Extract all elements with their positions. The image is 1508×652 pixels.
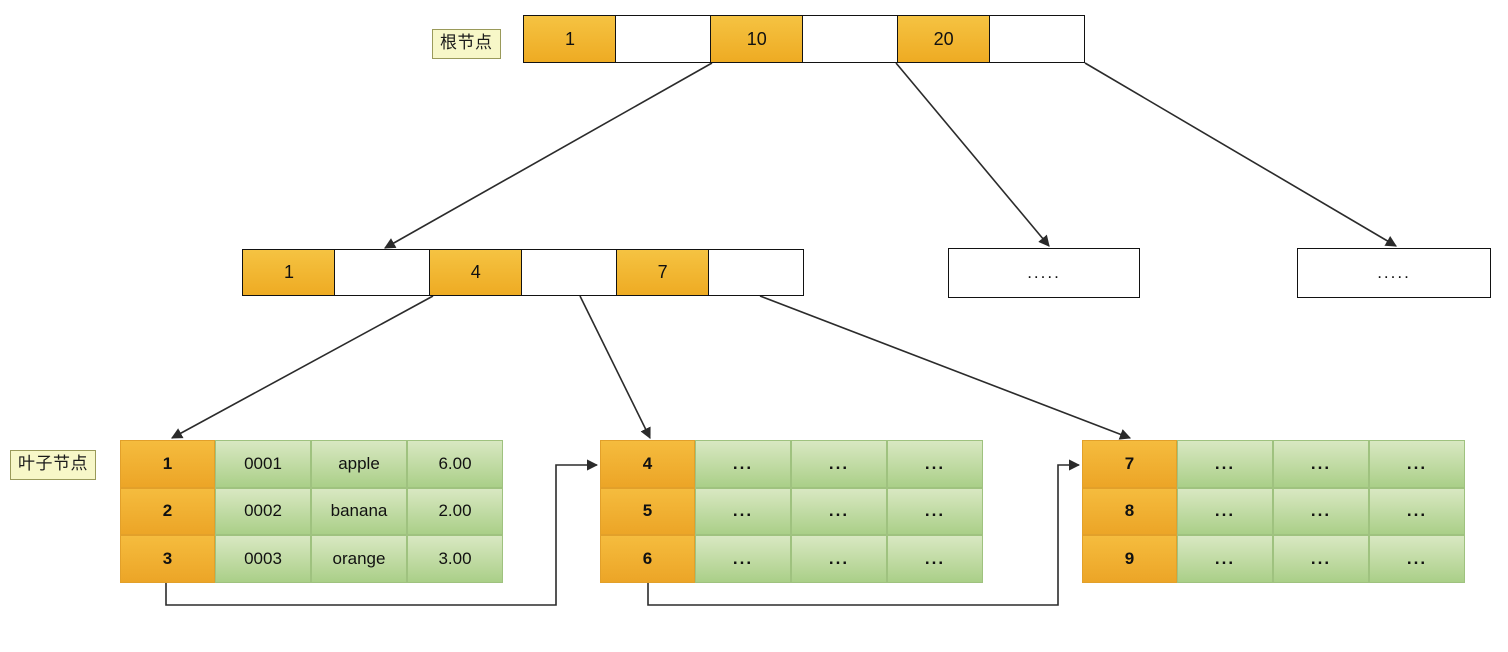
leaf-3-row-3-col-1: ...	[1177, 535, 1273, 583]
leaf-3-row-1-key: 7	[1082, 440, 1177, 488]
internal-1-pointer-cell-1[interactable]	[334, 249, 431, 296]
internal-1-pointer-cell-3[interactable]	[708, 249, 805, 296]
leaf-3-row-2-col-3: ...	[1369, 487, 1465, 535]
leaf-1-row-1[interactable]: 1 0001 apple 6.00	[120, 440, 503, 488]
root-node[interactable]: 1 10 20	[523, 15, 1086, 63]
leaf-1-row-3-col-1: 0003	[215, 535, 311, 583]
leaf-3-row-1-col-1: ...	[1177, 440, 1273, 488]
leaf-3-row-1[interactable]: 7 ... ... ...	[1082, 440, 1465, 488]
internal-1-key-cell-3[interactable]: 7	[615, 249, 710, 296]
leaf-node-2[interactable]: 4 ... ... ... 5 ... ... ... 6 ... ... ..…	[600, 440, 983, 583]
leaf-3-row-1-col-3: ...	[1369, 440, 1465, 488]
edge-root-to-internal-1	[384, 62, 713, 249]
edge-internal-to-leaf-3	[759, 295, 1132, 440]
edge-internal-to-leaf-1	[171, 295, 434, 439]
leaf-2-row-2-col-2: ...	[791, 487, 887, 535]
leaf-3-row-2-col-1: ...	[1177, 487, 1273, 535]
leaf-2-row-1[interactable]: 4 ... ... ...	[600, 440, 983, 488]
leaf-2-row-2-key: 5	[600, 487, 695, 535]
root-key-cell-3[interactable]: 20	[896, 15, 991, 63]
edge-root-to-placeholder-2	[1084, 62, 1397, 247]
root-pointer-cell-1[interactable]	[615, 15, 712, 63]
leaf-3-row-2-key: 8	[1082, 487, 1177, 535]
leaf-1-row-1-col-3: 6.00	[407, 440, 503, 488]
leaf-2-row-3[interactable]: 6 ... ... ...	[600, 535, 983, 583]
leaf-3-row-3-col-3: ...	[1369, 535, 1465, 583]
leaf-3-row-1-col-2: ...	[1273, 440, 1369, 488]
leaf-1-row-1-col-2: apple	[311, 440, 407, 488]
leaf-1-row-3-col-2: orange	[311, 535, 407, 583]
leaf-1-row-3[interactable]: 3 0003 orange 3.00	[120, 535, 503, 583]
root-pointer-cell-2[interactable]	[802, 15, 899, 63]
leaf-2-row-2[interactable]: 5 ... ... ...	[600, 487, 983, 535]
internal-1-key-cell-2[interactable]: 4	[428, 249, 523, 296]
edge-internal-to-leaf-2	[579, 295, 651, 440]
leaf-1-row-2-key: 2	[120, 487, 215, 535]
leaf-3-row-3[interactable]: 9 ... ... ...	[1082, 535, 1465, 583]
internal-node-1[interactable]: 1 4 7	[242, 249, 805, 296]
leaf-2-row-3-key: 6	[600, 535, 695, 583]
leaf-node-3[interactable]: 7 ... ... ... 8 ... ... ... 9 ... ... ..…	[1082, 440, 1465, 583]
leaf-node-1[interactable]: 1 0001 apple 6.00 2 0002 banana 2.00 3 0…	[120, 440, 503, 583]
internal-1-key-cell-1[interactable]: 1	[242, 249, 336, 296]
leaf-1-row-2[interactable]: 2 0002 banana 2.00	[120, 487, 503, 535]
leaf-2-row-1-key: 4	[600, 440, 695, 488]
leaf-1-row-2-col-3: 2.00	[407, 487, 503, 535]
edge-root-to-placeholder-1	[895, 62, 1050, 247]
leaf-1-row-3-col-3: 3.00	[407, 535, 503, 583]
root-node-label: 根节点	[432, 29, 501, 59]
root-key-cell-1[interactable]: 1	[523, 15, 617, 63]
leaf-1-row-1-key: 1	[120, 440, 215, 488]
leaf-1-row-2-col-2: banana	[311, 487, 407, 535]
leaf-3-row-2[interactable]: 8 ... ... ...	[1082, 487, 1465, 535]
leaf-2-row-1-col-3: ...	[887, 440, 983, 488]
root-key-cell-2[interactable]: 10	[709, 15, 804, 63]
leaf-2-row-3-col-2: ...	[791, 535, 887, 583]
leaf-1-row-2-col-1: 0002	[215, 487, 311, 535]
leaf-2-row-1-col-2: ...	[791, 440, 887, 488]
leaf-node-label: 叶子节点	[10, 450, 96, 480]
leaf-3-row-2-col-2: ...	[1273, 487, 1369, 535]
leaf-3-row-3-key: 9	[1082, 535, 1177, 583]
leaf-2-row-2-col-3: ...	[887, 487, 983, 535]
leaf-2-row-1-col-1: ...	[695, 440, 791, 488]
internal-1-pointer-cell-2[interactable]	[521, 249, 618, 296]
internal-placeholder-2[interactable]: .....	[1297, 248, 1491, 298]
leaf-1-row-1-col-1: 0001	[215, 440, 311, 488]
leaf-2-row-2-col-1: ...	[695, 487, 791, 535]
internal-placeholder-1[interactable]: .....	[948, 248, 1140, 298]
leaf-1-row-3-key: 3	[120, 535, 215, 583]
leaf-3-row-3-col-2: ...	[1273, 535, 1369, 583]
root-pointer-cell-3[interactable]	[989, 15, 1086, 63]
leaf-2-row-3-col-3: ...	[887, 535, 983, 583]
leaf-2-row-3-col-1: ...	[695, 535, 791, 583]
